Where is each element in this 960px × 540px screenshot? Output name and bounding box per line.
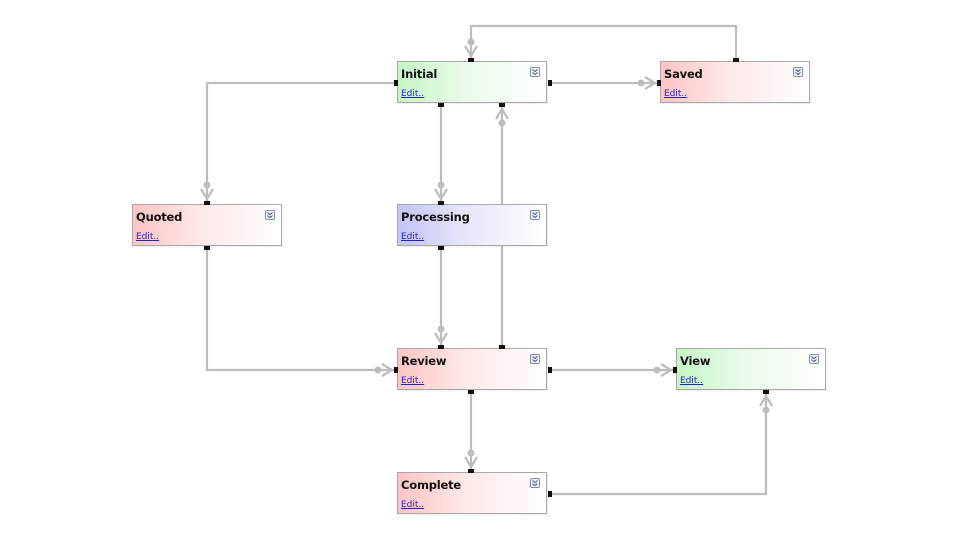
transition-saved-to-initial[interactable] [469, 24, 738, 58]
state-node-view[interactable]: View Edit.. [676, 348, 826, 390]
connection-port[interactable] [763, 390, 769, 394]
state-title: Initial [401, 67, 438, 81]
transition-initial-to-quoted[interactable] [205, 81, 394, 201]
state-node-quoted[interactable]: Quoted Edit.. [132, 204, 282, 246]
connection-port[interactable] [548, 80, 552, 86]
arrowhead-icon [200, 188, 214, 202]
state-title: View [680, 354, 711, 368]
connection-port[interactable] [548, 491, 552, 497]
connection-port[interactable] [673, 367, 677, 373]
state-title: Quoted [136, 210, 183, 224]
arrowhead-icon [434, 188, 448, 202]
connection-port[interactable] [394, 367, 398, 373]
state-node-processing[interactable]: Processing Edit.. [397, 204, 547, 246]
double-chevron-down-icon[interactable] [793, 67, 803, 77]
arrowhead-icon [644, 76, 658, 90]
double-chevron-down-icon[interactable] [265, 210, 275, 220]
transition-complete-to-view[interactable] [551, 394, 768, 496]
state-title: Saved [664, 67, 703, 81]
arrowhead-icon [381, 363, 395, 377]
arrowhead-icon [759, 393, 773, 407]
state-title: Review [401, 354, 447, 368]
state-node-review[interactable]: Review Edit.. [397, 348, 547, 390]
connection-port[interactable] [204, 201, 210, 205]
connector-dot [498, 119, 506, 127]
connection-port[interactable] [394, 80, 398, 86]
arrowhead-icon [660, 363, 674, 377]
state-node-initial[interactable]: Initial Edit.. [397, 61, 547, 103]
arrowhead-icon [495, 106, 509, 120]
double-chevron-down-icon[interactable] [809, 354, 819, 364]
connection-port[interactable] [657, 80, 661, 86]
connection-port[interactable] [499, 345, 505, 349]
connector-dot [637, 79, 645, 87]
connector-dot [653, 366, 661, 374]
edit-link[interactable]: Edit.. [680, 376, 704, 386]
connection-port[interactable] [468, 58, 474, 62]
connection-port[interactable] [438, 201, 444, 205]
double-chevron-down-icon[interactable] [530, 210, 540, 220]
connector-dot [467, 38, 475, 46]
connection-port[interactable] [733, 58, 739, 62]
edit-link[interactable]: Edit.. [401, 500, 425, 510]
connector-dot [467, 449, 475, 457]
connection-port[interactable] [468, 469, 474, 473]
connector-dot [374, 366, 382, 374]
arrowhead-icon [464, 45, 478, 59]
connection-port[interactable] [438, 103, 444, 107]
arrowhead-icon [464, 456, 478, 470]
connector-dot [203, 181, 211, 189]
double-chevron-down-icon[interactable] [530, 67, 540, 77]
connector-dot [437, 181, 445, 189]
state-title: Complete [401, 478, 461, 492]
edit-link[interactable]: Edit.. [136, 232, 160, 242]
state-node-complete[interactable]: Complete Edit.. [397, 472, 547, 514]
double-chevron-down-icon[interactable] [530, 354, 540, 364]
connection-port[interactable] [548, 367, 552, 373]
double-chevron-down-icon[interactable] [530, 478, 540, 488]
state-node-saved[interactable]: Saved Edit.. [660, 61, 810, 103]
arrowhead-icon [434, 332, 448, 346]
edit-link[interactable]: Edit.. [401, 232, 425, 242]
connector-dot [437, 325, 445, 333]
connector-dot [762, 406, 770, 414]
connection-port[interactable] [204, 246, 210, 250]
edit-link[interactable]: Edit.. [664, 89, 688, 99]
connection-port[interactable] [438, 345, 444, 349]
state-title: Processing [401, 210, 470, 224]
edit-link[interactable]: Edit.. [401, 376, 425, 386]
connection-port[interactable] [499, 103, 505, 107]
connection-port[interactable] [468, 390, 474, 394]
edit-link[interactable]: Edit.. [401, 89, 425, 99]
transition-quoted-to-review[interactable] [205, 250, 394, 372]
connection-port[interactable] [438, 246, 444, 250]
